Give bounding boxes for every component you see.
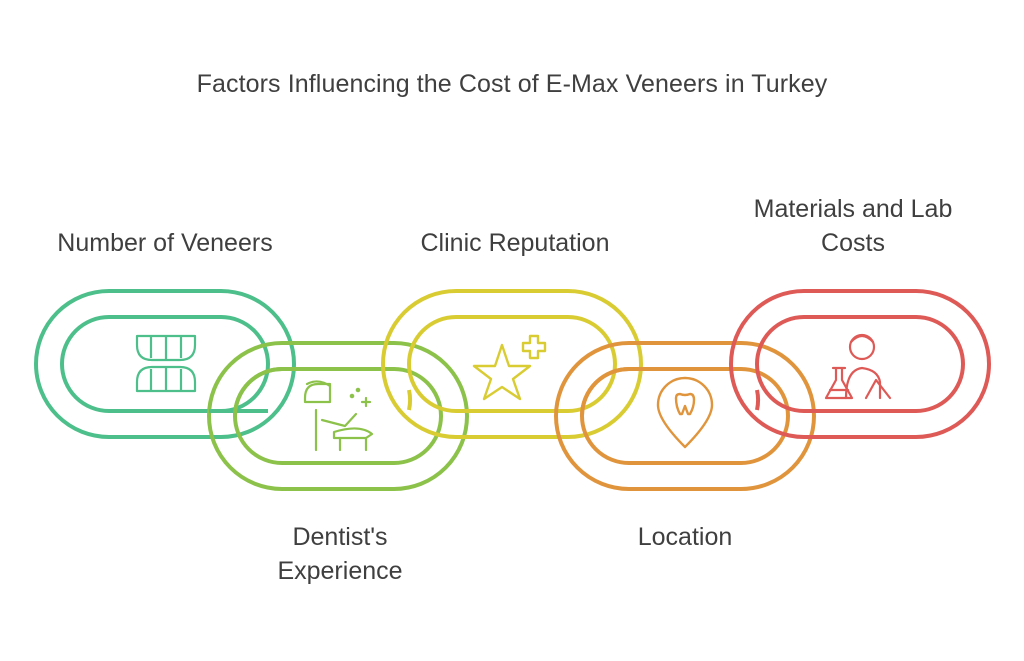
chain-link-clinic-reputation [381,289,643,439]
label-number-of-veneers: Number of Veneers [57,229,273,257]
label-location: Location [637,523,733,551]
tooth-location-icon [656,376,714,449]
dentist-icon [303,380,374,452]
label-dentists-experience: Dentist's Experience [277,523,403,585]
chain-link-materials-lab-costs [729,289,991,439]
crossing-orange-over-yellow [580,367,630,416]
label-materials-lab-costs: Materials and Lab Costs [753,195,953,257]
page-title: Factors Influencing the Cost of E-Max Ve… [196,70,828,98]
chain-overlap-green [209,409,268,413]
star-plus-icon [472,334,547,401]
crossing-red-over-orange [755,389,761,411]
chain-link-location [554,341,816,491]
crossing-yellow-over-lime [407,389,413,411]
label-clinic-reputation: Clinic Reputation [420,229,610,257]
teeth-icon [135,334,197,393]
chain-link-dentists-experience [207,341,469,491]
chain-link-number-of-veneers [34,289,296,439]
crossing-lime-over-green [233,367,283,416]
lab-technician-icon [824,333,892,400]
